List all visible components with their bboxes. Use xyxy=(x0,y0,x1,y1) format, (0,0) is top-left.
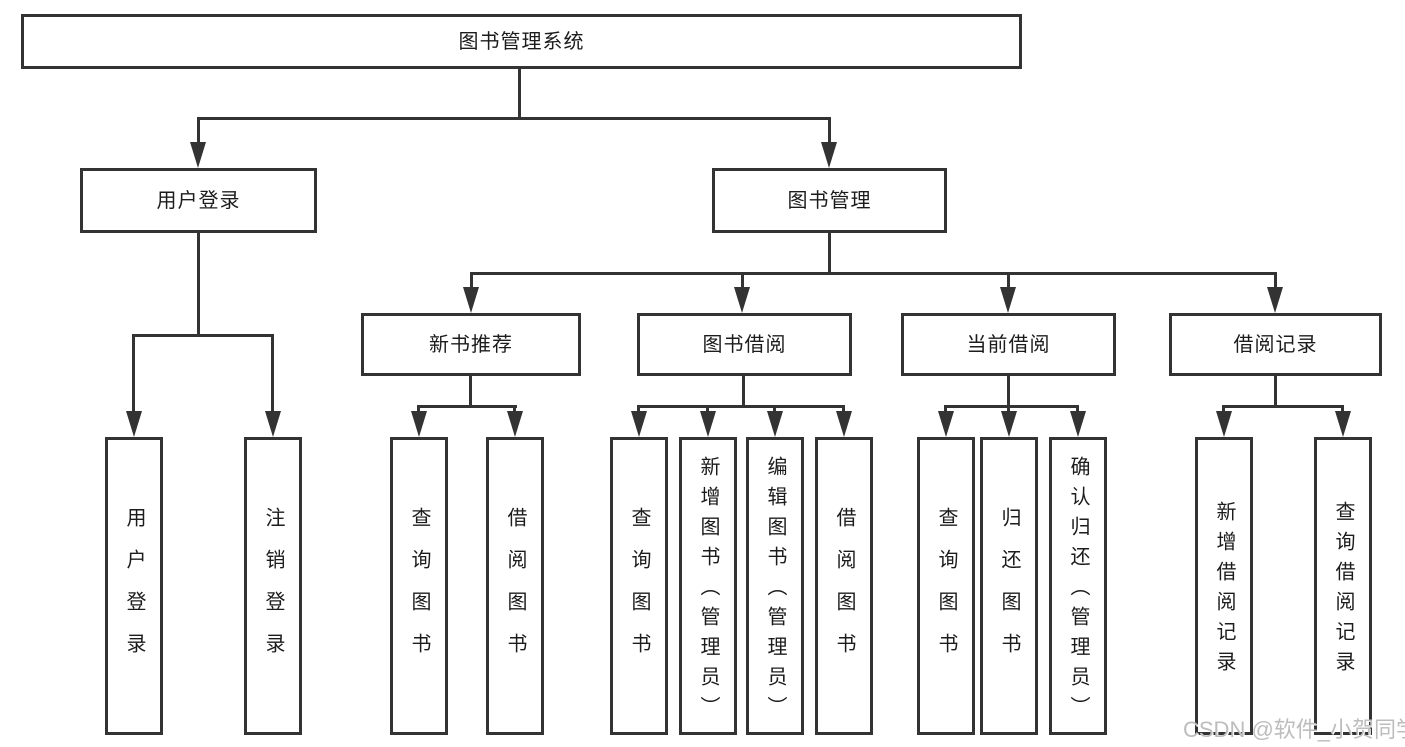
connector-book-mgmt-stem xyxy=(828,117,831,149)
leaf-borrow-books: 借阅图书 xyxy=(486,437,544,735)
node-book-borrowing: 图书借阅 xyxy=(637,313,852,376)
arrow-down-icon xyxy=(631,411,647,437)
arrow-down-icon xyxy=(463,287,479,313)
csdn-watermark: CSDN @软件_小贺同学 xyxy=(1183,717,1405,742)
arrow-down-icon xyxy=(1001,411,1017,437)
connector-book-mgmt-hbar xyxy=(470,272,1277,275)
node-user-login: 用户登录 xyxy=(80,168,317,233)
leaf-add-books-admin: 新增图书（管理员） xyxy=(679,437,737,735)
leaf-borrow-books: 借阅图书 xyxy=(815,437,873,735)
leaf-query-books: 查询图书 xyxy=(917,437,975,735)
arrow-down-icon xyxy=(1000,287,1016,313)
arrow-down-icon xyxy=(734,287,750,313)
leaf-confirm-return-admin: 确认归还（管理员） xyxy=(1049,437,1107,735)
connector-book-mgmt-down xyxy=(828,233,831,275)
connector-user-login-down xyxy=(197,233,200,337)
connector-l3-hbar xyxy=(1222,405,1344,408)
arrow-down-icon xyxy=(190,142,206,168)
connector-root-hbar xyxy=(197,117,831,120)
connector-user-login-stem xyxy=(197,117,200,149)
connector-root-stem xyxy=(518,67,521,119)
leaf-return-books: 归还图书 xyxy=(980,437,1038,735)
connector-l3-hbar xyxy=(944,405,1079,408)
node-current-borrowing: 当前借阅 xyxy=(901,313,1116,376)
leaf-query-borrow-record: 查询借阅记录 xyxy=(1314,437,1372,735)
arrow-down-icon xyxy=(126,411,142,437)
connector-l3-stem xyxy=(741,272,744,294)
node-library-management-system: 图书管理系统 xyxy=(21,14,1022,69)
connector-l3-stem xyxy=(1007,272,1010,294)
leaf-query-books: 查询图书 xyxy=(390,437,448,735)
leaf-logout-login: 注销登录 xyxy=(244,437,302,735)
arrow-down-icon xyxy=(700,411,716,437)
connector-l3-down xyxy=(1007,376,1010,408)
connector-l3-stem xyxy=(1274,272,1277,294)
connector-l3-hbar xyxy=(637,405,845,408)
arrow-down-icon xyxy=(1070,411,1086,437)
arrow-down-icon xyxy=(411,411,427,437)
connector-l3-hbar xyxy=(417,405,517,408)
arrow-down-icon xyxy=(507,411,523,437)
arrow-down-icon xyxy=(821,142,837,168)
connector-leaf-stem xyxy=(132,334,135,417)
connector-leaf-stem xyxy=(271,334,274,417)
arrow-down-icon xyxy=(1335,411,1351,437)
connector-user-login-hbar xyxy=(132,334,274,337)
arrow-down-icon xyxy=(265,411,281,437)
arrow-down-icon xyxy=(938,411,954,437)
arrow-down-icon xyxy=(836,411,852,437)
leaf-edit-books-admin: 编辑图书（管理员） xyxy=(746,437,804,735)
leaf-query-books: 查询图书 xyxy=(610,437,668,735)
connector-l3-stem xyxy=(470,272,473,294)
node-new-book-recommendation: 新书推荐 xyxy=(361,313,581,376)
arrow-down-icon xyxy=(767,411,783,437)
node-book-management: 图书管理 xyxy=(712,168,947,233)
connector-l3-down xyxy=(469,376,472,408)
connector-l3-down xyxy=(1274,376,1277,408)
arrow-down-icon xyxy=(1216,411,1232,437)
connector-l3-down xyxy=(742,376,745,408)
leaf-user-login: 用户登录 xyxy=(105,437,163,735)
arrow-down-icon xyxy=(1267,287,1283,313)
leaf-add-borrow-record: 新增借阅记录 xyxy=(1195,437,1253,735)
node-borrowing-records: 借阅记录 xyxy=(1169,313,1382,376)
